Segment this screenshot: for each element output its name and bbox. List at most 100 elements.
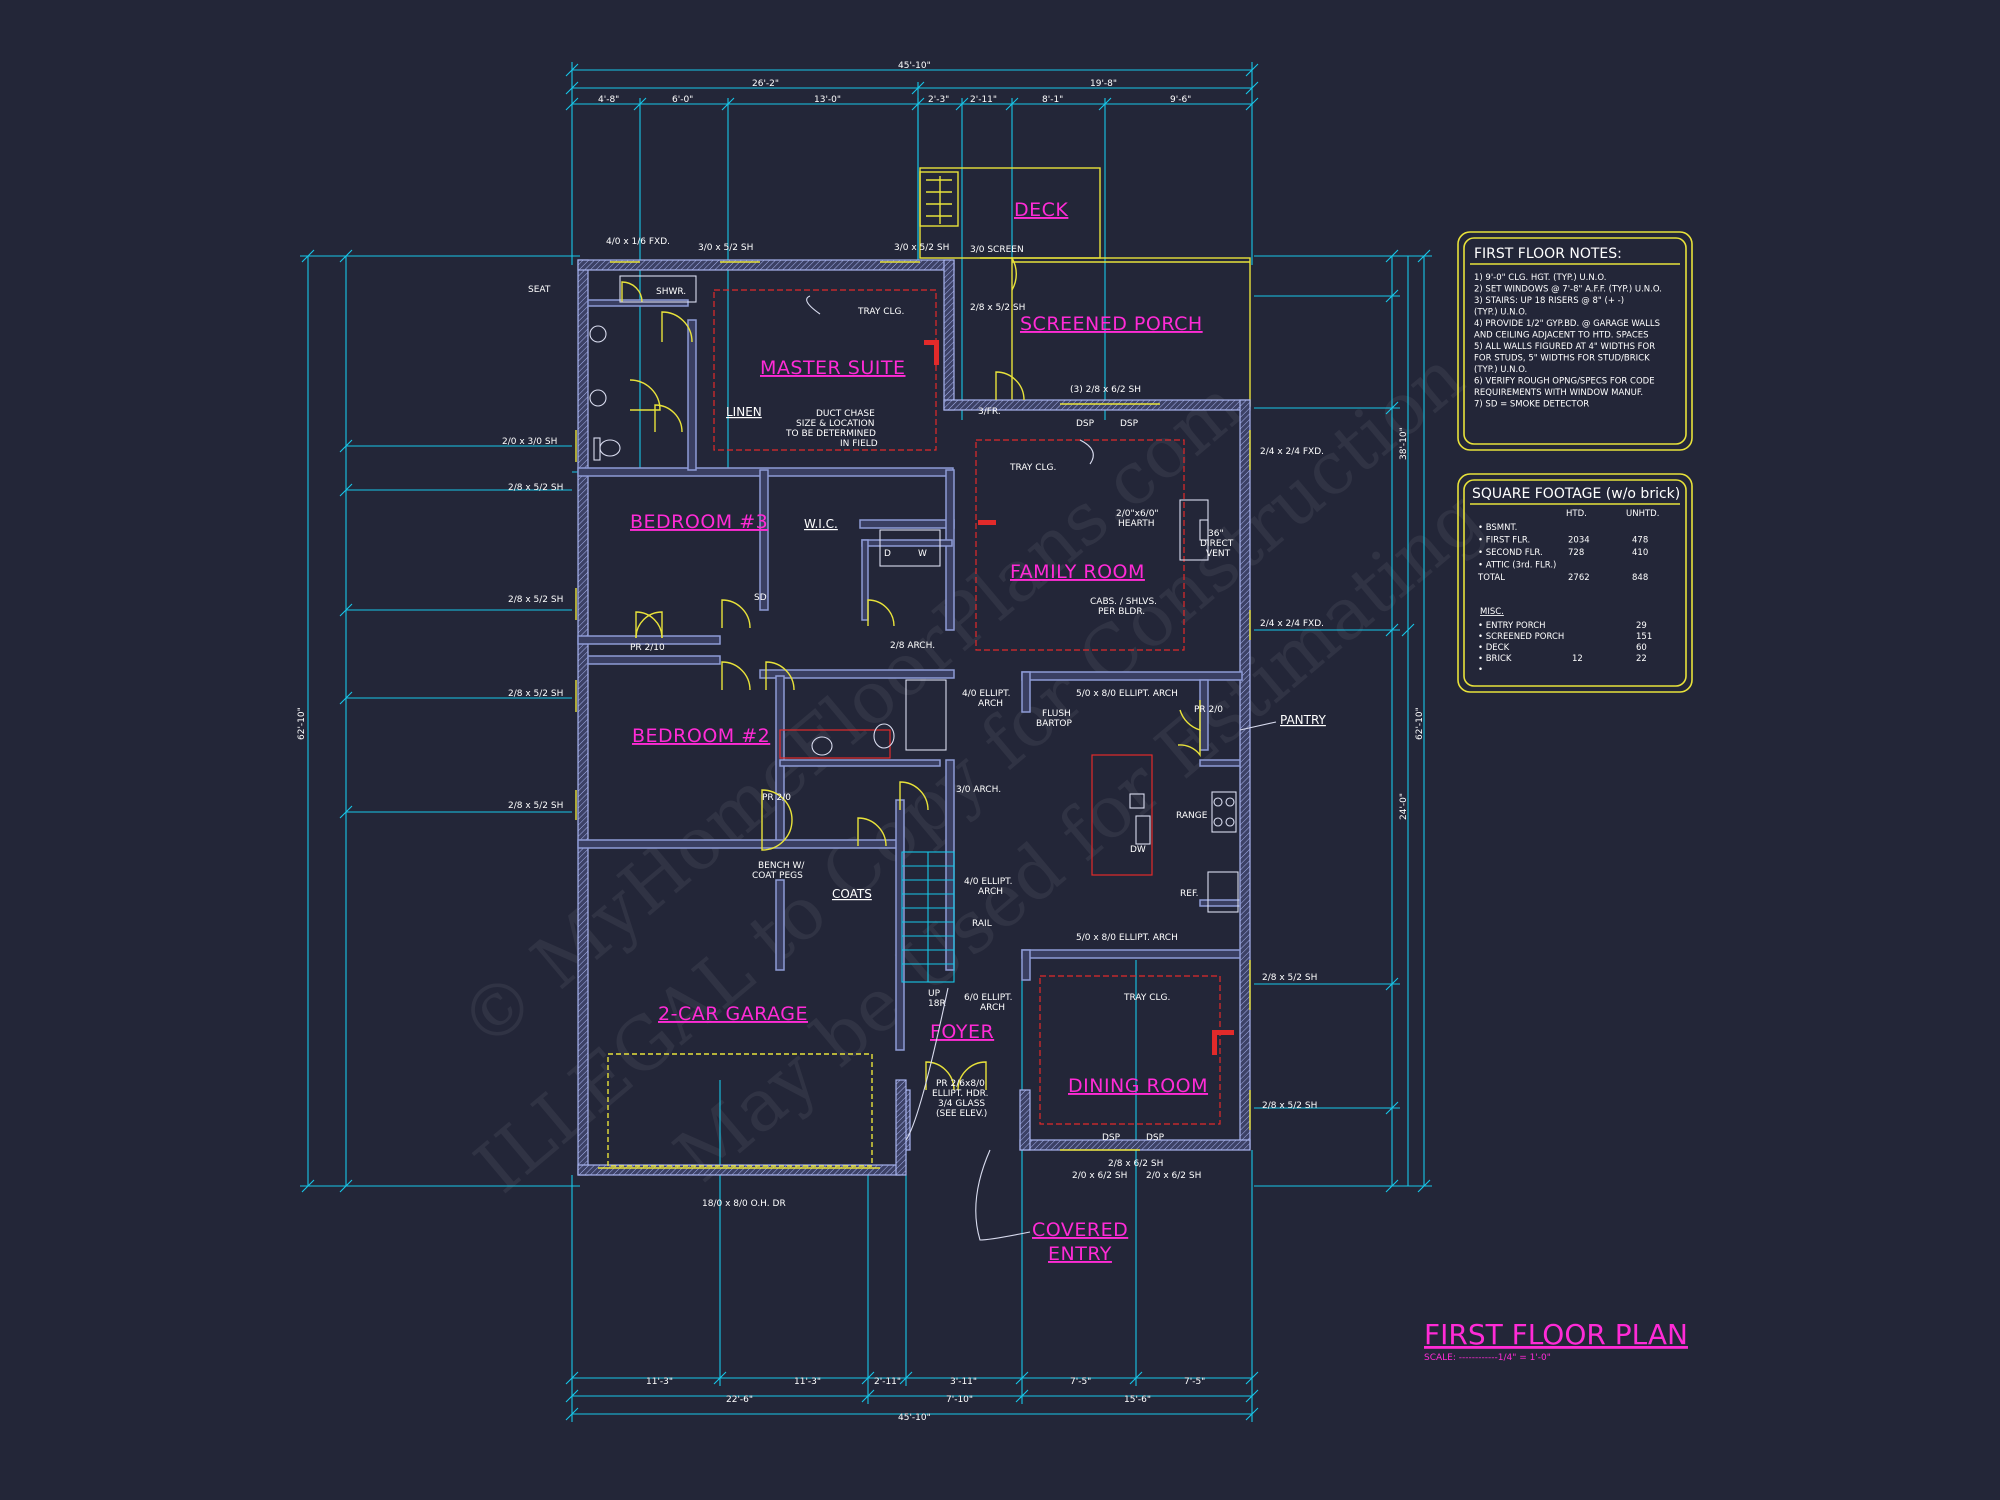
dimension-text: 45'-10" 26'-2" 19'-8" 4'-8" 6'-0" 13'-0"…	[297, 61, 1425, 1423]
notes-line: FOR STUDS, 5" WIDTHS FOR STUD/BRICK	[1474, 354, 1650, 364]
label-ellipt-2: 5/0 x 8/0 ELLIPT. ARCH	[1076, 689, 1178, 699]
label-arch-28: 2/8 ARCH.	[890, 641, 935, 651]
dim-top-row3-7: 9'-6"	[1170, 95, 1191, 105]
label-duct-1: DUCT CHASE	[816, 409, 875, 419]
label-dsp-3: DSP	[1102, 1133, 1121, 1143]
stairs	[901, 851, 955, 983]
sqft-misc-unhtd: 151	[1636, 632, 1652, 642]
dim-right-mid-2: 24'-0"	[1399, 793, 1409, 820]
notes-title: FIRST FLOOR NOTES:	[1474, 246, 1622, 262]
label-fxd-right-1: 2/4 x 2/4 FXD.	[1260, 447, 1324, 457]
room-family-room: FAMILY ROOM	[1010, 561, 1145, 583]
label-bench-1: BENCH W/	[758, 861, 805, 871]
window-marks	[575, 261, 1251, 1151]
sqft-title: SQUARE FOOTAGE (w/o brick)	[1472, 486, 1680, 502]
dim-right-mid-1: 38'-10"	[1399, 427, 1409, 460]
notes-line: (TYP.) U.N.O.	[1474, 365, 1527, 375]
label-flush-2: BARTOP	[1036, 719, 1073, 729]
label-ellipt-1b: ARCH	[978, 699, 1003, 709]
label-sh-porch: 2/8 x 5/2 SH	[970, 303, 1025, 313]
dim-top-overall: 45'-10"	[898, 61, 931, 71]
room-deck: DECK	[1014, 199, 1068, 221]
sqft-misc-htd: 12	[1572, 654, 1583, 664]
label-ellipt-3: 4/0 ELLIPT.	[964, 877, 1012, 887]
room-pantry: PANTRY	[1280, 713, 1327, 727]
plan-scale: SCALE: ------------1/4" = 1'-0"	[1424, 1353, 1551, 1363]
label-washer: W	[918, 549, 927, 559]
notes-line: 1) 9'-0" CLG. HGT. (TYP.) U.N.O.	[1474, 273, 1606, 283]
room-screened-porch: SCREENED PORCH	[1020, 313, 1203, 335]
label-fxd-top: 4/0 x 1/6 FXD.	[606, 237, 670, 247]
label-sh-top-1: 3/0 x 5/2 SH	[698, 243, 753, 253]
dim-top-row3-4: 2'-3"	[928, 95, 949, 105]
notes-line: 2) SET WINDOWS @ 7'-8" A.F.F. (TYP.) U.N…	[1474, 285, 1662, 295]
label-ellipt-3b: ARCH	[978, 887, 1003, 897]
dim-bottom-row2-2: 7'-10"	[946, 1395, 973, 1405]
label-tray-clg-master: TRAY CLG.	[857, 307, 904, 317]
label-duct-2: SIZE & LOCATION	[796, 419, 874, 429]
label-duct-3: TO BE DETERMINED	[785, 429, 876, 439]
label-door-4: (SEE ELEV.)	[936, 1109, 987, 1119]
dim-top-row3-3: 13'-0"	[814, 95, 841, 105]
label-seat: SEAT	[528, 285, 551, 295]
label-bench-2: COAT PEGS	[752, 871, 803, 881]
label-ellipt-1: 4/0 ELLIPT.	[962, 689, 1010, 699]
sqft-col-htd: HTD.	[1566, 509, 1587, 519]
label-pr210-a: PR 2/10	[630, 643, 665, 653]
sqft-misc-label: •	[1478, 665, 1483, 675]
dim-bottom-row2-3: 15'-6"	[1124, 1395, 1151, 1405]
sqft-row-label: • SECOND FLR.	[1478, 548, 1543, 558]
label-dryer: D	[884, 549, 891, 559]
label-fxd-right-2: 2/4 x 2/4 FXD.	[1260, 619, 1324, 629]
dim-bottom-row2-1: 22'-6"	[726, 1395, 753, 1405]
sqft-row-htd: 2762	[1568, 573, 1590, 583]
label-tray-clg-dining: TRAY CLG.	[1123, 993, 1170, 1003]
label-door-3: 3/4 GLASS	[938, 1099, 985, 1109]
dim-bottom-row1-5: 7'-5"	[1070, 1377, 1091, 1387]
sqft-row-htd: 2034	[1568, 536, 1590, 546]
label-fr: 3/FR.	[978, 407, 1001, 417]
label-arch-30: 3/0 ARCH.	[956, 785, 1001, 795]
sqft-misc-unhtd: 60	[1636, 643, 1647, 653]
dim-left-overall: 62'-10"	[297, 707, 307, 740]
dim-bottom-row1-2: 11'-3"	[794, 1377, 821, 1387]
sqft-misc-unhtd: 29	[1636, 621, 1647, 631]
label-ellipt-5: 6/0 ELLIPT.	[964, 993, 1012, 1003]
label-door-1: PR 2/6x8/0	[936, 1079, 985, 1089]
label-tray-clg-family: TRAY CLG.	[1009, 463, 1056, 473]
label-garage-door: 18/0 x 8/0 O.H. DR	[702, 1199, 786, 1209]
dim-top-row3-5: 2'-11"	[970, 95, 997, 105]
label-sh-right-1: 2/8 x 5/2 SH	[1262, 973, 1317, 983]
label-up: UP	[928, 989, 941, 999]
dim-bottom-row1-6: 7'-5"	[1184, 1377, 1205, 1387]
label-rail: RAIL	[972, 919, 992, 929]
square-footage-panel: SQUARE FOOTAGE (w/o brick) HTD. UNHTD. •…	[1457, 473, 1693, 693]
notes-lines: 1) 9'-0" CLG. HGT. (TYP.) U.N.O. 2) SET W…	[1474, 273, 1662, 410]
room-covered-entry-2: ENTRY	[1048, 1243, 1112, 1265]
sqft-col-unhtd: UNHTD.	[1626, 509, 1659, 519]
room-dining-room: DINING ROOM	[1068, 1075, 1208, 1097]
label-sh-front-3: 2/0 x 6/2 SH	[1146, 1171, 1201, 1181]
room-bedroom-3: BEDROOM #3	[630, 511, 768, 533]
label-vent-1: 36"	[1208, 529, 1224, 539]
sqft-misc-label: • BRICK	[1478, 654, 1512, 664]
label-ellipt-5b: ARCH	[980, 1003, 1005, 1013]
sqft-misc-unhtd: 22	[1636, 654, 1647, 664]
label-sh-porch-rear: (3) 2/8 x 6/2 SH	[1070, 385, 1141, 395]
room-foyer: FOYER	[930, 1021, 994, 1043]
dimension-lines	[300, 62, 1432, 1422]
dim-right-overall: 62'-10"	[1415, 707, 1425, 740]
sqft-row-label: • BSMNT.	[1478, 523, 1517, 533]
label-shwr: SHWR.	[656, 287, 686, 297]
notes-line: 4) PROVIDE 1/2" GYP.BD. @ GARAGE WALLS	[1474, 319, 1660, 329]
tray-ceiling-outlines	[713, 289, 1221, 1125]
label-window-left-5: 2/8 x 5/2 SH	[508, 801, 563, 811]
label-window-left-3: 2/8 x 5/2 SH	[508, 595, 563, 605]
sqft-misc-title: MISC.	[1480, 607, 1504, 617]
dim-top-row3-1: 4'-8"	[598, 95, 619, 105]
label-vent-3: VENT	[1206, 549, 1231, 559]
label-flush-1: FLUSH	[1042, 709, 1071, 719]
label-sh-top-2: 3/0 x 5/2 SH	[894, 243, 949, 253]
